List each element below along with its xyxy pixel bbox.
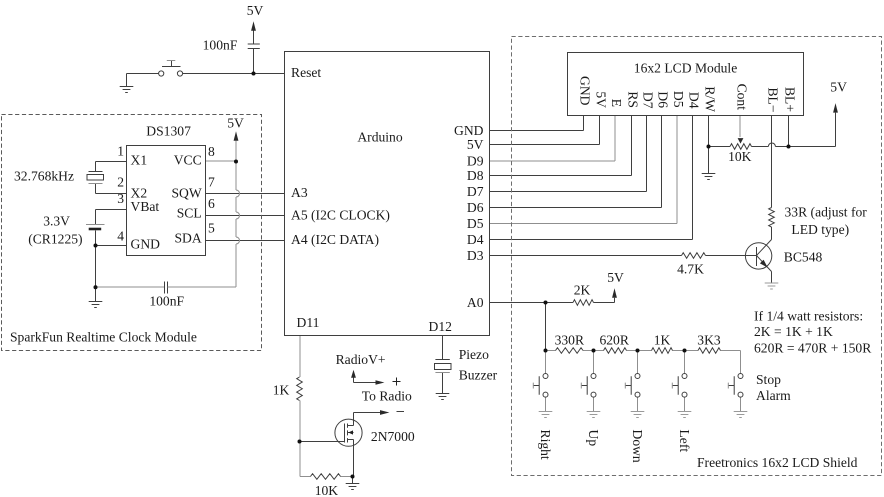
svg-text:4.7K: 4.7K — [677, 262, 704, 277]
svg-text:RS: RS — [625, 91, 640, 108]
svg-text:SQW: SQW — [171, 185, 201, 200]
svg-text:D6: D6 — [467, 200, 484, 215]
svg-text:1: 1 — [117, 144, 124, 159]
svg-text:2N7000: 2N7000 — [371, 429, 415, 444]
svg-text:BC548: BC548 — [784, 249, 823, 264]
svg-text:D7: D7 — [640, 92, 655, 109]
svg-text:6: 6 — [208, 196, 215, 211]
svg-text:E: E — [609, 99, 624, 107]
svg-text:Reset: Reset — [291, 65, 321, 80]
svg-text:VCC: VCC — [174, 153, 202, 168]
svg-text:A0: A0 — [467, 295, 484, 310]
svg-text:5V: 5V — [607, 270, 624, 285]
svg-text:Down: Down — [630, 430, 645, 463]
svg-text:100nF: 100nF — [149, 294, 184, 309]
svg-text:X2: X2 — [131, 185, 148, 200]
svg-text:LED type): LED type) — [791, 222, 849, 238]
svg-text:BL−: BL− — [765, 87, 780, 112]
svg-text:Piezo: Piezo — [459, 347, 489, 362]
svg-text:Cont: Cont — [734, 84, 749, 111]
svg-text:To Radio: To Radio — [362, 389, 412, 404]
svg-text:A4 (I2C DATA): A4 (I2C DATA) — [291, 232, 379, 248]
svg-text:3: 3 — [117, 191, 124, 206]
svg-text:33R (adjust for: 33R (adjust for — [785, 205, 868, 221]
svg-text:D11: D11 — [297, 315, 320, 330]
svg-text:330R: 330R — [555, 332, 585, 347]
svg-text:Buzzer: Buzzer — [459, 367, 498, 382]
svg-text:SparkFun Realtime Clock Module: SparkFun Realtime Clock Module — [10, 330, 197, 345]
svg-text:3K3: 3K3 — [697, 332, 721, 347]
svg-text:Left: Left — [677, 430, 692, 453]
svg-text:RadioV+: RadioV+ — [336, 352, 386, 367]
svg-text:D5: D5 — [467, 216, 484, 231]
svg-text:2K = 1K + 1K: 2K = 1K + 1K — [754, 324, 833, 339]
svg-text:DS1307: DS1307 — [146, 123, 191, 138]
svg-text:A3: A3 — [291, 185, 308, 200]
svg-text:620R = 470R + 150R: 620R = 470R + 150R — [754, 340, 872, 355]
svg-text:D4: D4 — [686, 92, 701, 109]
svg-text:2: 2 — [117, 175, 124, 190]
svg-text:3.3V: 3.3V — [43, 214, 70, 229]
svg-text:SDA: SDA — [174, 231, 201, 246]
svg-text:1K: 1K — [273, 383, 290, 398]
svg-text:D3: D3 — [467, 248, 484, 263]
svg-text:32.768kHz: 32.768kHz — [14, 169, 74, 184]
svg-text:GND: GND — [131, 237, 161, 252]
svg-text:D4: D4 — [467, 232, 484, 247]
svg-text:D6: D6 — [655, 91, 670, 108]
svg-text:5V: 5V — [467, 137, 484, 152]
svg-text:Freetronics 16x2 LCD Shield: Freetronics 16x2 LCD Shield — [697, 455, 858, 470]
svg-text:10K: 10K — [728, 149, 752, 164]
svg-text:A5 (I2C CLOCK): A5 (I2C CLOCK) — [291, 207, 390, 223]
svg-text:5V: 5V — [247, 3, 264, 18]
svg-text:GND: GND — [577, 76, 592, 106]
svg-text:Right: Right — [538, 430, 553, 460]
svg-text:D7: D7 — [467, 184, 484, 199]
svg-text:Arduino: Arduino — [357, 130, 403, 145]
svg-text:D8: D8 — [467, 168, 484, 183]
svg-text:If 1/4 watt resistors:: If 1/4 watt resistors: — [754, 308, 863, 323]
svg-text:1K: 1K — [654, 332, 671, 347]
svg-text:5V: 5V — [227, 116, 244, 131]
svg-text:620R: 620R — [599, 332, 629, 347]
svg-text:VBat: VBat — [131, 199, 160, 214]
svg-text:8: 8 — [208, 144, 215, 159]
svg-text:2K: 2K — [574, 282, 591, 297]
svg-text:R/W: R/W — [702, 86, 717, 112]
svg-text:BL+: BL+ — [782, 87, 797, 112]
svg-text:5: 5 — [208, 221, 215, 236]
svg-text:4: 4 — [117, 229, 124, 244]
svg-text:16x2 LCD Module: 16x2 LCD Module — [634, 60, 737, 75]
svg-text:Alarm: Alarm — [756, 388, 791, 403]
svg-text:5V: 5V — [830, 80, 847, 95]
svg-text:10K: 10K — [315, 483, 339, 497]
svg-text:D9: D9 — [467, 153, 484, 168]
svg-text:Up: Up — [586, 430, 601, 447]
svg-text:5V: 5V — [593, 91, 608, 108]
svg-text:GND: GND — [454, 123, 484, 138]
svg-text:7: 7 — [208, 175, 215, 190]
svg-text:Stop: Stop — [756, 372, 781, 387]
svg-text:D5: D5 — [671, 91, 686, 108]
svg-text:(CR1225): (CR1225) — [28, 232, 82, 248]
svg-text:X1: X1 — [131, 153, 148, 168]
svg-text:SCL: SCL — [177, 205, 202, 220]
svg-text:D12: D12 — [429, 319, 453, 334]
svg-text:100nF: 100nF — [203, 38, 238, 53]
